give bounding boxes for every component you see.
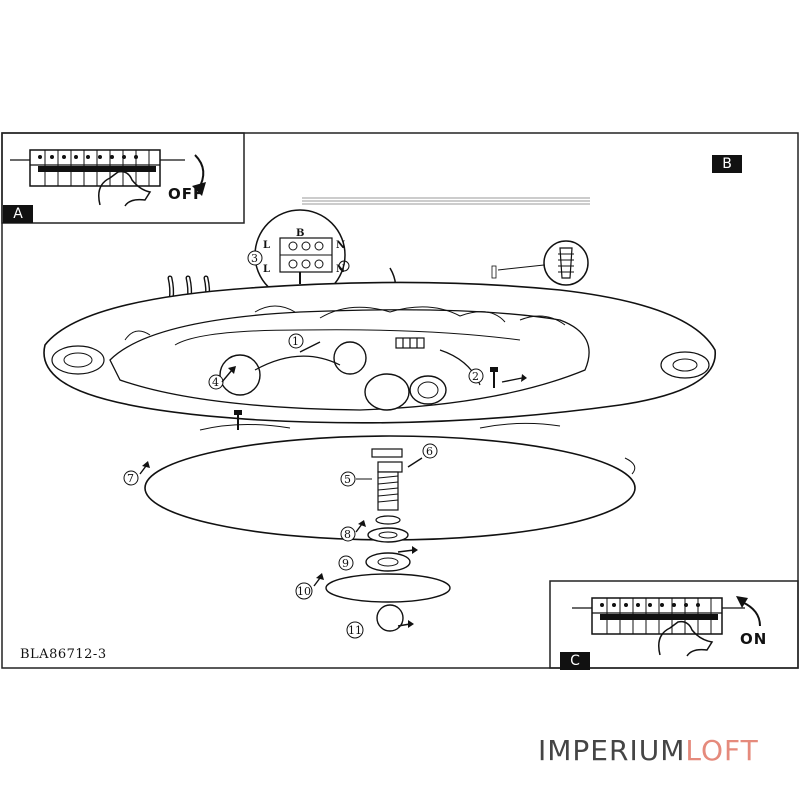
terminal-block-icon-c bbox=[572, 597, 745, 635]
side-screw-icon bbox=[234, 410, 242, 430]
nut-9 bbox=[365, 552, 411, 572]
step-marker-8: 8 bbox=[340, 520, 366, 542]
panel-a bbox=[1, 132, 245, 224]
ground-icon bbox=[338, 260, 350, 272]
step-marker-5: 5 bbox=[340, 471, 372, 487]
hatch-strip bbox=[302, 197, 590, 205]
step-marker-9: 9 bbox=[338, 546, 418, 571]
on-arrow-icon bbox=[741, 601, 761, 627]
hand-icon-c bbox=[658, 620, 714, 657]
ceiling-base bbox=[43, 281, 716, 431]
step-marker-2: 2 bbox=[468, 368, 527, 384]
step-marker-11: 11 bbox=[346, 620, 414, 639]
step-marker-3: 3 bbox=[247, 250, 263, 266]
wire-connector bbox=[395, 337, 425, 349]
step-9-label: 9 bbox=[342, 557, 349, 570]
terminal-n-bottom: N bbox=[336, 264, 345, 275]
hex-nut-6 bbox=[377, 461, 403, 473]
off-label: OFF bbox=[168, 185, 205, 203]
step-6-label: 6 bbox=[426, 445, 433, 458]
step-2-label: 2 bbox=[472, 370, 479, 383]
step-marker-4: 4 bbox=[208, 366, 236, 390]
wall-anchor-icon bbox=[559, 247, 573, 279]
step-4-label: 4 bbox=[212, 376, 219, 389]
terminal-b: B bbox=[296, 228, 304, 239]
step-5-label: 5 bbox=[344, 473, 351, 486]
outer-frame bbox=[1, 132, 799, 669]
panel-c bbox=[549, 580, 799, 669]
step-7-label: 7 bbox=[127, 472, 134, 485]
on-label: ON bbox=[740, 630, 768, 648]
glass-cap-10 bbox=[325, 573, 451, 603]
watermark-imperium: IMPERIUM bbox=[538, 734, 686, 767]
terminal-l-top: L bbox=[263, 240, 270, 251]
step-11-label: 11 bbox=[348, 624, 362, 637]
watermark-logo: IMPERIUMLOFT bbox=[538, 734, 759, 767]
panel-b-label: B bbox=[712, 155, 742, 173]
watermark-loft: LOFT bbox=[685, 734, 759, 767]
terminal-block-icon bbox=[10, 149, 185, 187]
panel-c-frame bbox=[549, 580, 799, 669]
mounting-screw-icon bbox=[490, 367, 498, 388]
washer-8 bbox=[367, 527, 409, 543]
finial-11 bbox=[376, 604, 404, 632]
panel-a-frame bbox=[1, 132, 245, 224]
step-marker-10: 10 bbox=[295, 573, 324, 600]
step-marker-6: 6 bbox=[407, 443, 438, 468]
hand-icon bbox=[98, 170, 152, 207]
terminal-n-top: N bbox=[336, 240, 345, 251]
washer-small bbox=[375, 515, 401, 525]
threaded-rod bbox=[371, 448, 403, 511]
step-1-label: 1 bbox=[292, 335, 299, 348]
lamp-holder-center bbox=[364, 373, 410, 411]
decor-swirl-right bbox=[660, 351, 710, 379]
panel-c-label: C bbox=[560, 652, 590, 670]
terminal-l-bottom: L bbox=[263, 264, 270, 275]
step-marker-1: 1 bbox=[288, 333, 321, 353]
model-number: BLA86712-3 bbox=[20, 647, 107, 662]
anchor-detail bbox=[491, 240, 589, 286]
step-marker-7: 7 bbox=[123, 461, 150, 486]
decor-swirl-left bbox=[51, 345, 105, 375]
step-8-label: 8 bbox=[344, 528, 351, 541]
step-3-label: 3 bbox=[251, 252, 258, 265]
panel-a-label: A bbox=[3, 205, 33, 223]
lamp-holder-left bbox=[219, 354, 261, 396]
step-10-label: 10 bbox=[297, 585, 311, 598]
